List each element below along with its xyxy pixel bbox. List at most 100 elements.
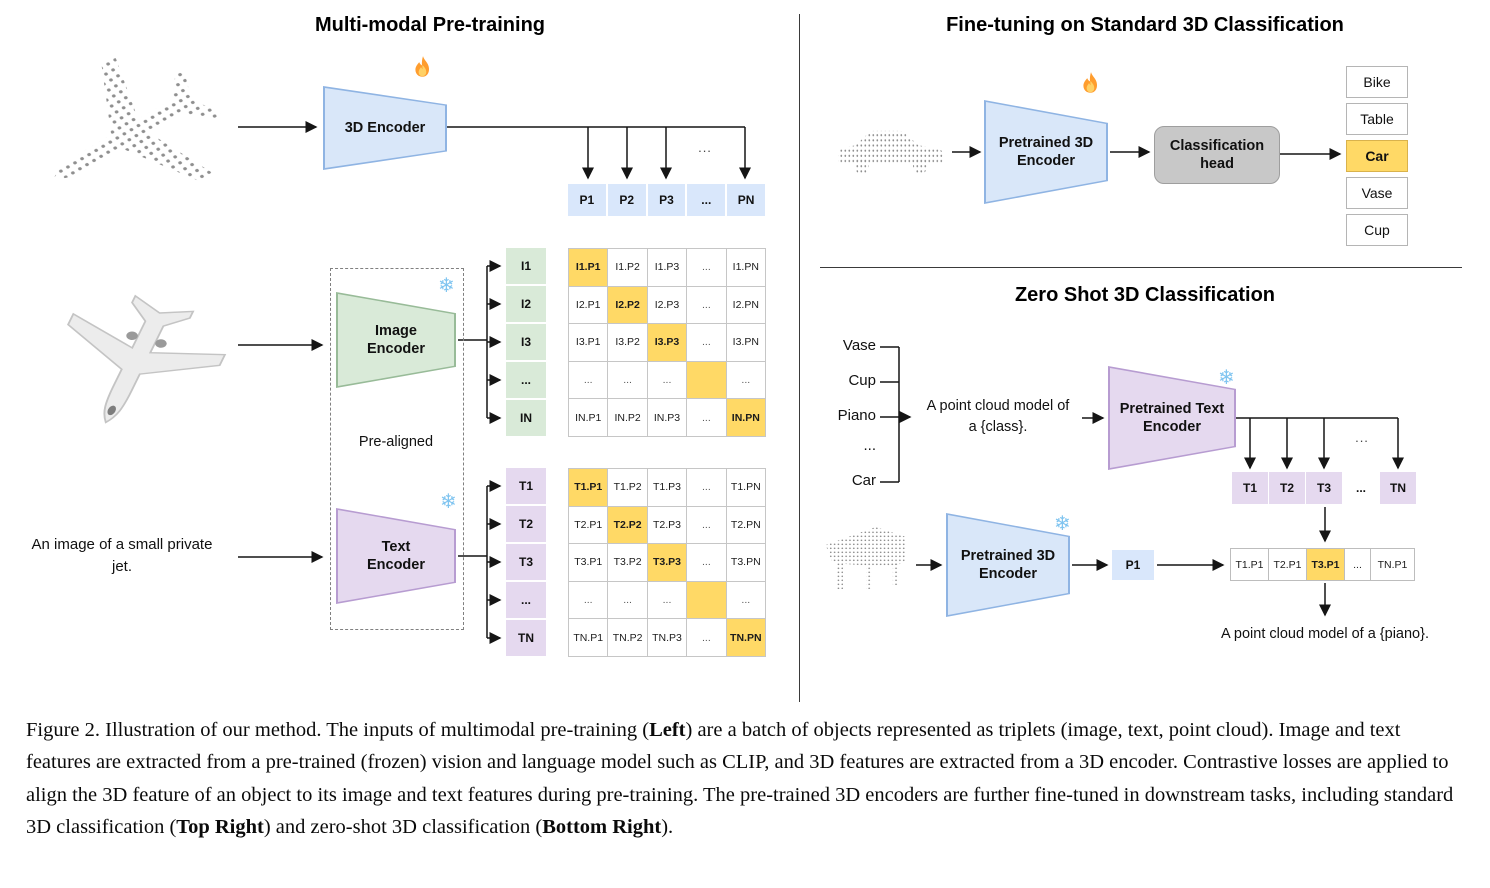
matrix-cell: ...: [687, 249, 727, 287]
classification-head: Classification head: [1154, 126, 1280, 184]
p-cell: ...: [687, 184, 726, 216]
ellipsis-label: ...: [1355, 430, 1369, 445]
class-cell: Table: [1346, 103, 1408, 135]
t-cell: T3: [506, 544, 546, 580]
matrix-cell: TN.PN: [726, 619, 766, 657]
pretrained-3d-encoder-label: Pretrained 3D Encoder: [960, 547, 1056, 582]
matrix-cell: IN.P3: [647, 399, 688, 437]
class-label: Piano: [837, 407, 876, 424]
result-cell: T1.P1: [1231, 549, 1269, 581]
matrix-cell: T3.PN: [726, 544, 766, 582]
matrix-cell: T2.P3: [647, 506, 688, 545]
t-cell: T1: [506, 468, 546, 504]
matrix-cell: I2.P1: [569, 286, 609, 325]
figure-caption: Figure 2. Illustration of our method. Th…: [26, 714, 1466, 844]
prealigned-dashed-box: [330, 268, 464, 630]
class-cell: Bike: [1346, 66, 1408, 98]
caption-segment-bold: Left: [649, 719, 686, 741]
i-cell: ...: [506, 362, 546, 398]
t-cell: T2: [1269, 472, 1305, 504]
matrix-cell: [687, 361, 727, 400]
matrix-cell: ...: [647, 581, 688, 620]
pretrained-text-encoder-label: Pretrained Text Encoder: [1119, 400, 1225, 435]
pretrained-3d-encoder-label: Pretrained 3D Encoder: [998, 134, 1094, 169]
matrix-cell: ...: [647, 361, 688, 400]
result-cell-ellipsis: ...: [1345, 549, 1371, 581]
fire-icon: [1078, 68, 1104, 103]
image-encoder-label: Image Encoder: [366, 322, 425, 357]
class-cell: Vase: [1346, 177, 1408, 209]
caption-segment-bold: Top Right: [176, 816, 264, 839]
matrix-cell: TN.P1: [569, 619, 609, 657]
airplane-point-cloud: [53, 55, 222, 182]
snowflake-icon: ❄: [1218, 367, 1235, 389]
matrix-cell: T2.P2: [608, 506, 648, 545]
snowflake-icon: ❄: [1054, 513, 1071, 535]
matrix-cell: ...: [569, 361, 609, 400]
matrix-cell: ...: [726, 581, 766, 620]
result-row: T1.P1 T2.P1 T3.P1 ... TN.P1: [1230, 548, 1415, 581]
result-cell-highlighted: T3.P1: [1307, 549, 1345, 581]
i-cell: I3: [506, 324, 546, 360]
class-label: Cup: [848, 372, 876, 389]
class-label-ellipsis: ...: [863, 437, 876, 454]
matrix-cell: ...: [569, 581, 609, 620]
t-cell: T1: [1232, 472, 1268, 504]
left-panel-title: Multi-modal Pre-training: [315, 14, 545, 36]
matrix-cell: IN.P1: [569, 399, 609, 437]
matrix-cell: T1.P1: [569, 469, 609, 507]
class-label: Vase: [842, 337, 876, 354]
p-feature-row: P1 P2 P3 ... PN: [568, 184, 765, 216]
piano-point-cloud: [825, 527, 907, 589]
class-list: Bike Table Car Vase Cup: [1346, 66, 1408, 246]
image-encoder-trapezoid: Image Encoder: [336, 292, 456, 388]
text-encoder-label: Text Encoder: [366, 538, 425, 573]
pretrained-text-encoder-trapezoid: Pretrained Text Encoder: [1108, 366, 1236, 470]
matrix-cell: ...: [687, 286, 727, 325]
result-cell: TN.P1: [1371, 549, 1415, 581]
vertical-divider: [799, 14, 800, 702]
matrix-cell: IN.PN: [726, 399, 766, 437]
pretrained-3d-encoder-zeroshot-trapezoid: Pretrained 3D Encoder: [946, 513, 1070, 617]
p-cell: P2: [607, 184, 646, 216]
matrix-cell: T3.P2: [608, 544, 648, 582]
matrix-cell: I1.P3: [647, 249, 688, 287]
prompt-text: A point cloud model of a {class}.: [926, 398, 1070, 436]
text-feature-column: T1 T2 T3 ... TN: [506, 468, 546, 656]
matrix-cell: I3.PN: [726, 324, 766, 362]
matrix-cell: I2.P3: [647, 286, 688, 325]
p1-cell: P1: [1112, 550, 1154, 580]
ellipsis-label: ...: [698, 140, 712, 155]
class-cell-highlighted: Car: [1346, 140, 1408, 172]
matrix-cell: IN.P2: [608, 399, 648, 437]
caption-segment: ) and zero-shot 3D classification (: [263, 816, 543, 839]
3d-encoder-label: 3D Encoder: [344, 119, 426, 136]
matrix-cell: T1.PN: [726, 469, 766, 507]
input-caption-text: An image of a small private jet.: [31, 536, 213, 575]
car-point-cloud: [838, 130, 944, 175]
matrix-cell: ...: [687, 469, 727, 507]
matrix-cell: ...: [687, 544, 727, 582]
matrix-cell: I1.P1: [569, 249, 609, 287]
t-cell: TN: [1380, 472, 1416, 504]
pre-aligned-label: Pre-aligned: [358, 434, 434, 450]
matrix-cell: I3.P1: [569, 324, 609, 362]
snowflake-icon: ❄: [438, 275, 455, 297]
p-cell: P3: [647, 184, 686, 216]
matrix-cell: T1.P2: [608, 469, 648, 507]
matrix-cell: T1.P3: [647, 469, 688, 507]
finetune-title: Fine-tuning on Standard 3D Classificatio…: [946, 14, 1344, 36]
matrix-cell: ...: [608, 581, 648, 620]
connector-lines: [238, 121, 1404, 644]
jet-image: [67, 294, 227, 424]
i-cell: I2: [506, 286, 546, 322]
3d-encoder-trapezoid: 3D Encoder: [323, 86, 447, 170]
matrix-cell: I3.P3: [647, 324, 688, 362]
matrix-cell: ...: [687, 399, 727, 437]
matrix-cell: I2.P2: [608, 286, 648, 325]
p-cell: P1: [568, 184, 606, 216]
matrix-cell: T3.P1: [569, 544, 609, 582]
matrix-cell: TN.P3: [647, 619, 688, 657]
text-similarity-matrix: T1.P1 T1.P2 T1.P3 ... T1.PN T2.P1 T2.P2 …: [568, 468, 766, 657]
